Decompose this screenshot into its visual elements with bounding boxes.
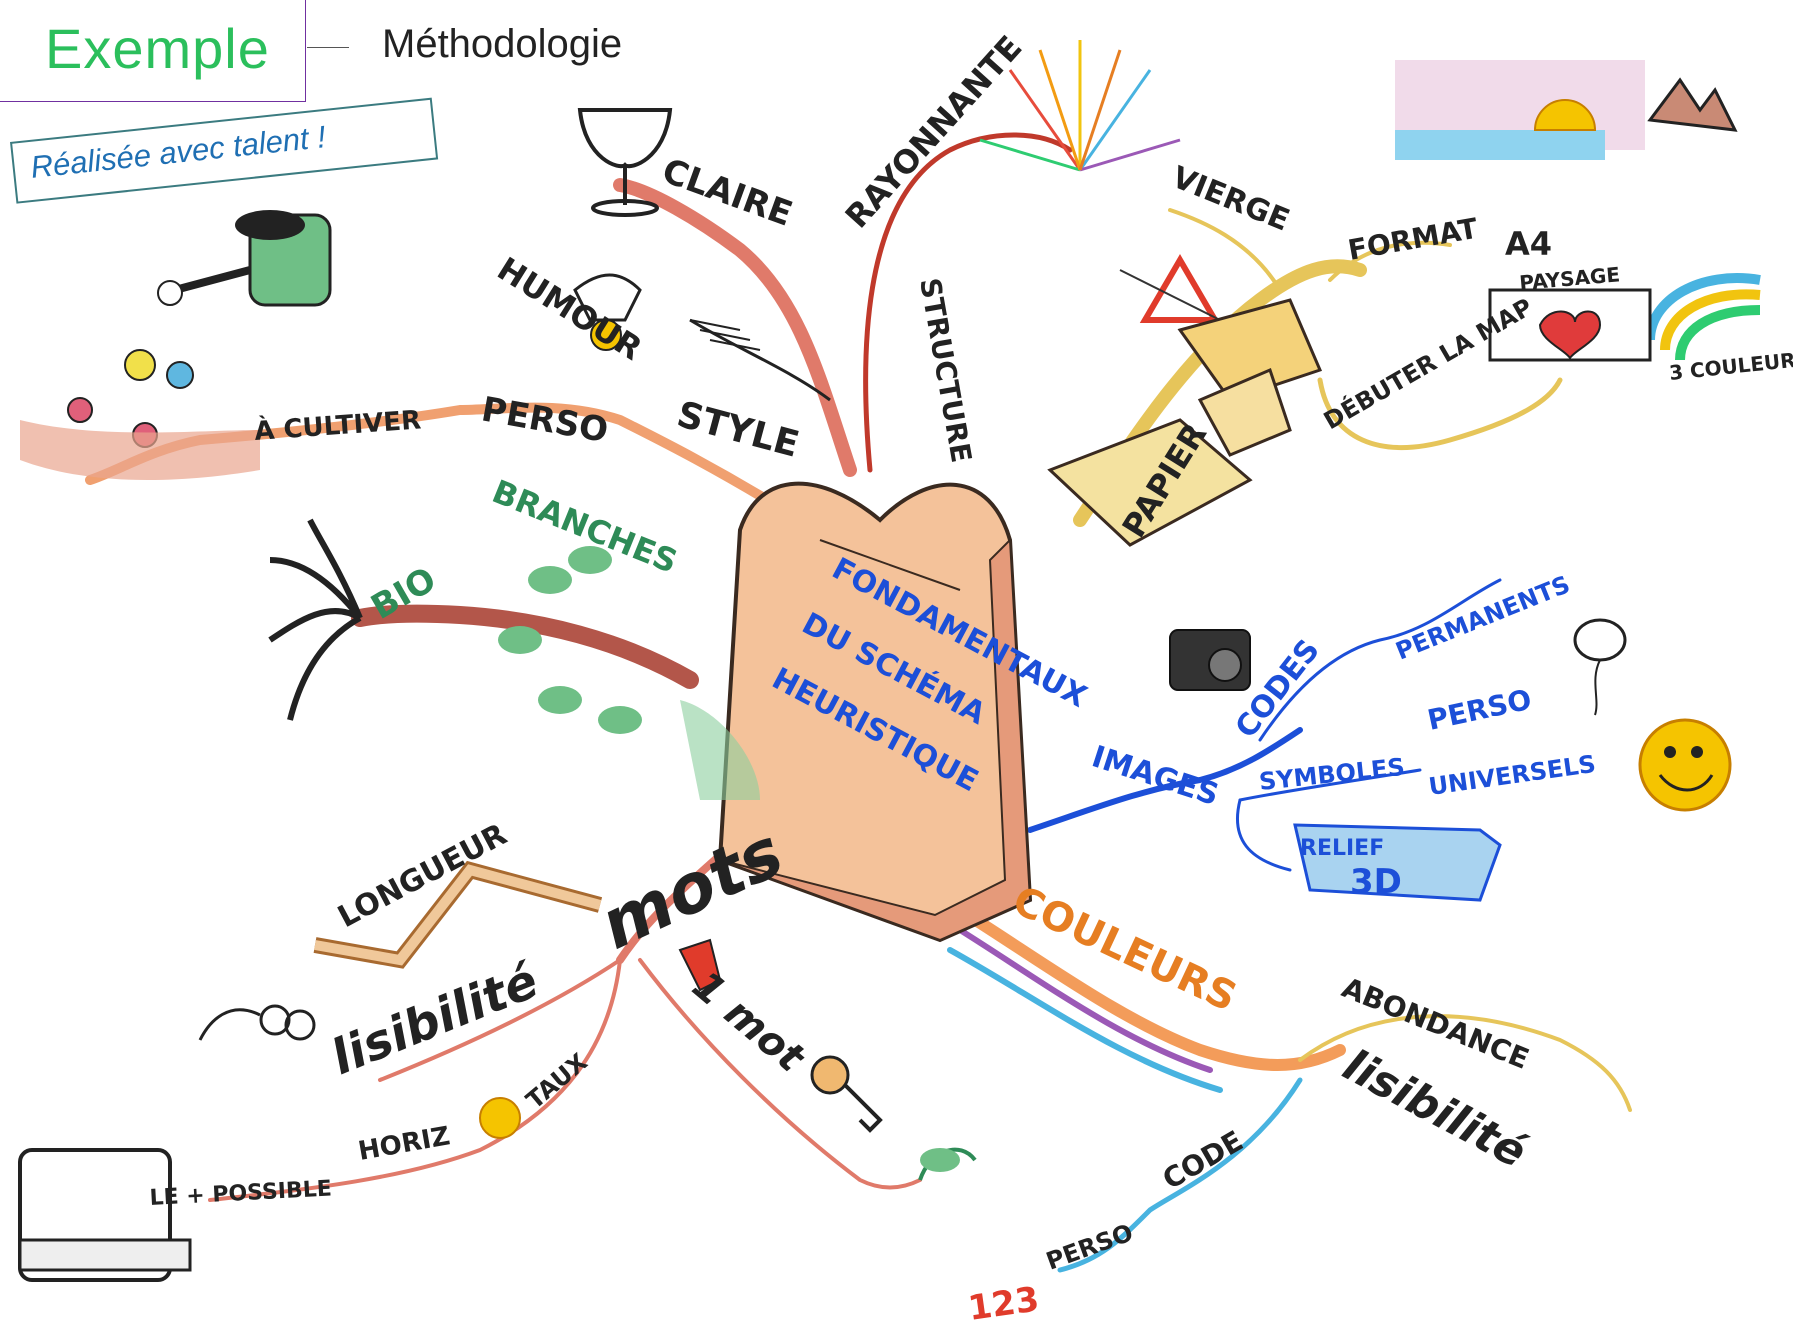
branch-couleurs-blue bbox=[947, 947, 1223, 1093]
label-a-cultiver: À CULTIVER bbox=[253, 403, 422, 447]
label-couleurs: COULEURS bbox=[1006, 877, 1244, 1020]
title-connector bbox=[307, 47, 349, 48]
smiley-icon bbox=[1638, 718, 1732, 812]
label-taux: TAUX bbox=[521, 1048, 593, 1115]
label-mot: 1 mot bbox=[684, 962, 815, 1082]
branch-abondance bbox=[1298, 1014, 1632, 1112]
wine-glass-icon bbox=[577, 108, 673, 217]
branch-lisibilite-left bbox=[378, 958, 622, 1082]
branch-relief bbox=[1235, 798, 1292, 872]
label-claire: CLAIRE bbox=[657, 151, 798, 235]
center-tablet: FONDAMENTAUX DU SCHÉMA HEURISTIQUE bbox=[717, 481, 1092, 943]
camera-icon bbox=[1169, 629, 1251, 691]
branch-symboles bbox=[1238, 768, 1422, 802]
label-code: CODE bbox=[1157, 1124, 1249, 1196]
branch-rayonnante bbox=[863, 132, 1073, 473]
label-le-possible: LE + POSSIBLE bbox=[149, 1176, 332, 1211]
rainbow-icon bbox=[1645, 273, 1761, 361]
label-perso-top: PERSO bbox=[478, 389, 611, 451]
branch-couleurs bbox=[954, 904, 1346, 1071]
label-format: FORMAT bbox=[1345, 212, 1480, 267]
branch-vierge bbox=[1168, 208, 1282, 292]
tree-icon bbox=[268, 518, 760, 800]
branch-code bbox=[1057, 1077, 1303, 1273]
sunset-landscape-icon bbox=[1395, 60, 1738, 160]
label-horiz: HORIZ bbox=[356, 1121, 452, 1167]
glasses-icon bbox=[198, 1004, 316, 1041]
paper-scroll-icon bbox=[1047, 298, 1323, 547]
label-relief: RELIEF bbox=[1300, 836, 1384, 861]
watering-can-icon bbox=[157, 210, 332, 307]
title-frame bbox=[0, 0, 306, 102]
flowers-icon bbox=[20, 349, 260, 480]
branch-codes bbox=[1258, 578, 1502, 742]
label-3-couleurs: 3 COULEURS bbox=[1668, 346, 1793, 385]
label-debuter: DÉBUTER LA MAP bbox=[1319, 292, 1538, 435]
fireworks-icon bbox=[979, 40, 1181, 172]
arrow-up-icon bbox=[678, 938, 722, 992]
key-icon bbox=[810, 1055, 883, 1133]
page-number: 123 bbox=[966, 1279, 1042, 1325]
jester-hat-icon bbox=[573, 273, 642, 351]
ruler-icon bbox=[313, 860, 603, 969]
slide-subtitle: Méthodologie bbox=[382, 22, 623, 66]
slide-title: Exemple bbox=[45, 17, 270, 80]
label-perso-symb: PERSO bbox=[1425, 683, 1535, 737]
plant-icon bbox=[918, 1147, 977, 1181]
label-universels: UNIVERSELS bbox=[1427, 750, 1597, 801]
label-permanents: PERMANENTS bbox=[1392, 570, 1574, 665]
landscape-sheet-icon bbox=[1488, 288, 1652, 362]
label-perso-bottom: PERSO bbox=[1042, 1218, 1136, 1275]
label-3d: 3D bbox=[1350, 862, 1402, 902]
label-mots: mots bbox=[589, 813, 795, 965]
label-structure: STRUCTURE bbox=[913, 275, 978, 465]
sewing-machine-icon bbox=[18, 1148, 192, 1282]
branch-format bbox=[1328, 240, 1452, 282]
branch-horiz bbox=[208, 958, 622, 1202]
branch-mot bbox=[638, 958, 922, 1190]
label-a4: A4 bbox=[1505, 225, 1552, 263]
branch-bio bbox=[351, 604, 699, 689]
branch-images bbox=[1027, 727, 1303, 833]
branch-debuter bbox=[1317, 377, 1563, 450]
feather-quill-icon bbox=[689, 318, 831, 402]
label-vierge: VIERGE bbox=[1167, 160, 1294, 239]
balloon-icon bbox=[1573, 618, 1627, 716]
3d-relief-box-icon bbox=[1293, 823, 1502, 902]
branch-couleurs-violet bbox=[957, 927, 1213, 1073]
label-rayonnante: RAYONNANTE bbox=[838, 28, 1030, 235]
branch-claire bbox=[613, 178, 857, 477]
sun-icon bbox=[479, 1097, 521, 1139]
label-symboles: SYMBOLES bbox=[1258, 753, 1406, 796]
